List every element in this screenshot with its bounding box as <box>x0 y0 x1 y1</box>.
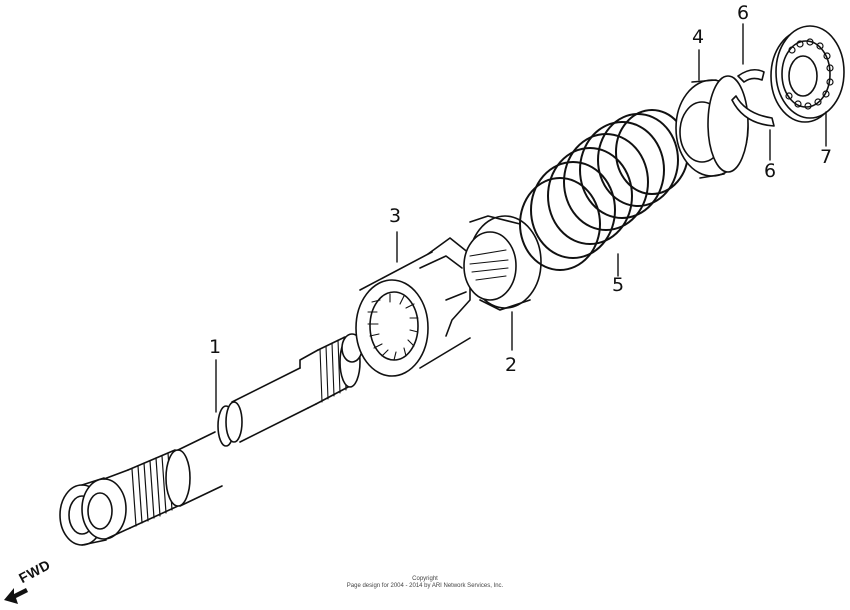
callout-6-bottom: 6 <box>764 160 777 182</box>
cam-follower <box>463 215 542 311</box>
callout-3: 3 <box>389 205 402 227</box>
copyright-line-1: Copyright <box>412 576 438 582</box>
callout-7: 7 <box>820 146 833 168</box>
ball-bearing <box>770 25 845 123</box>
spring-seat-washer <box>675 75 749 179</box>
cam-sleeve <box>355 237 471 377</box>
callout-6-top: 6 <box>737 2 750 24</box>
circlip-halves <box>731 68 775 127</box>
copyright-line-2: Page design for 2004 - 2014 by ARI Netwo… <box>346 583 504 589</box>
callout-1: 1 <box>209 336 222 358</box>
callout-4: 4 <box>692 26 705 48</box>
coil-spring <box>519 109 689 271</box>
main-shaft <box>59 333 363 546</box>
fwd-arrow-icon <box>4 588 28 604</box>
callout-2: 2 <box>505 354 518 376</box>
leader-lines <box>215 23 827 413</box>
callout-5: 5 <box>612 274 625 296</box>
